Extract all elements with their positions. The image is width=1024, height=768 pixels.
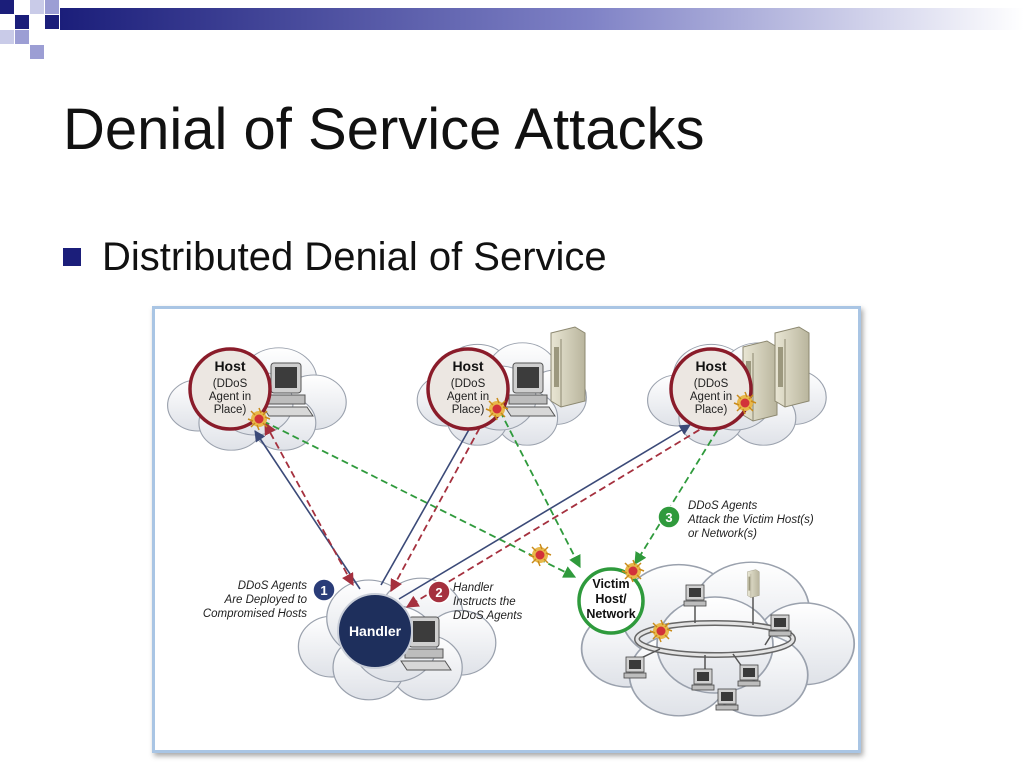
network-computer-icon	[623, 656, 647, 679]
step-3: 3 DDoS Agents Attack the Victim Host(s) …	[657, 500, 814, 540]
corner-square	[0, 0, 14, 14]
corner-square	[45, 15, 59, 29]
instruct-arrow	[390, 407, 491, 593]
step-text: DDoS Agents	[238, 580, 307, 592]
victim-label: Victim	[592, 577, 629, 591]
step-badge	[427, 580, 451, 604]
attack-burst-icon	[485, 397, 509, 421]
attack-burst-icon	[733, 391, 757, 415]
host-detail: Agent in	[209, 391, 251, 403]
square-bullet-icon	[63, 248, 81, 266]
attack-arrow	[634, 420, 724, 566]
network-computer-icon	[715, 688, 739, 711]
network-computer-icon	[737, 664, 761, 687]
step-text: Attack the Victim Host(s)	[687, 514, 814, 526]
step-text: Handler	[453, 582, 494, 594]
corner-square	[15, 15, 29, 29]
corner-square	[30, 45, 44, 59]
host-detail: (DDoS	[213, 378, 248, 390]
host-node: Host (DDoS Agent in Place)	[188, 347, 272, 431]
attack-burst-icon	[528, 543, 552, 567]
corner-square	[30, 0, 44, 14]
deploy-arrow	[254, 430, 361, 590]
step-text: Are Deployed to	[224, 594, 308, 606]
step-text: Instructs the	[453, 596, 516, 608]
host-label: Host	[214, 358, 245, 374]
server-icon	[774, 326, 810, 408]
host-label: Host	[452, 358, 483, 374]
host-node: Host (DDoS Agent in Place)	[669, 347, 753, 431]
host-label: Host	[695, 358, 726, 374]
attack-arrow	[499, 410, 581, 569]
instruct-arrow	[405, 406, 738, 608]
victim-label: Host/	[595, 592, 627, 606]
host-detail: Agent in	[447, 391, 489, 403]
attack-arrow	[262, 420, 577, 578]
step-number: 2	[435, 585, 442, 600]
step-text: DDoS Agents	[453, 610, 522, 622]
step-text: Compromised Hosts	[203, 608, 307, 620]
slide-title: Denial of Service Attacks	[63, 97, 705, 162]
network-server-icon	[747, 569, 760, 598]
server-icon	[550, 326, 586, 408]
instruct-arrow	[264, 421, 354, 587]
corner-decoration	[0, 0, 1024, 59]
handler-node: Handler	[337, 593, 413, 669]
step-2: 2 Handler Instructs the DDoS Agents	[427, 580, 522, 622]
step-text: or Network(s)	[688, 528, 757, 540]
step-1: 1 DDoS Agents Are Deployed to Compromise…	[203, 578, 336, 620]
step-text: DDoS Agents	[688, 500, 757, 512]
host-detail: Place)	[214, 404, 247, 416]
bullet-text: Distributed Denial of Service	[102, 234, 607, 279]
host-detail: (DDoS	[451, 378, 486, 390]
victim-label: Network	[586, 607, 635, 621]
corner-square	[0, 30, 14, 44]
deploy-arrow	[380, 418, 476, 586]
corner-square	[45, 0, 59, 14]
network-computer-icon	[691, 668, 715, 691]
ddos-diagram-canvas: Host (DDoS Agent in Place) Host (DDoS Ag…	[167, 326, 856, 717]
host-detail: Place)	[452, 404, 485, 416]
attack-burst-icon	[649, 619, 673, 643]
bullet-item: Distributed Denial of Service	[63, 232, 607, 282]
host-detail: (DDoS	[694, 378, 729, 390]
network-computer-icon	[768, 614, 792, 637]
step-number: 3	[665, 510, 672, 525]
attack-burst-icon	[247, 407, 271, 431]
ddos-diagram: Host (DDoS Agent in Place) Host (DDoS Ag…	[152, 306, 861, 753]
corner-square	[15, 30, 29, 44]
handler-label: Handler	[349, 623, 402, 639]
host-detail: Agent in	[690, 391, 732, 403]
attack-burst-icon	[621, 559, 645, 583]
host-detail: Place)	[695, 404, 728, 416]
network-computer-icon	[683, 584, 707, 607]
step-badge	[657, 505, 681, 529]
top-gradient-band	[60, 8, 1024, 30]
victim-node: Victim Host/ Network	[577, 567, 645, 635]
step-badge	[312, 578, 336, 602]
step-number: 1	[320, 583, 327, 598]
